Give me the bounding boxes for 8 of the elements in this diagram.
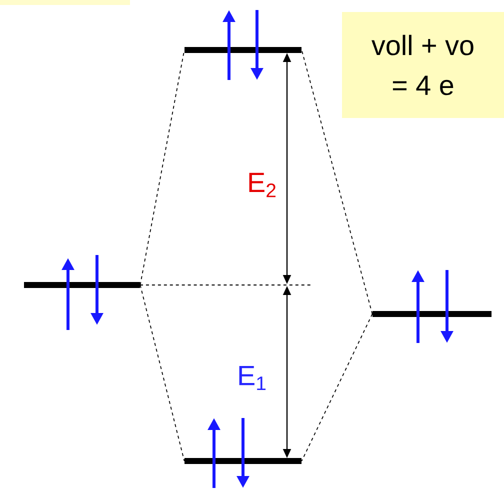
note-box: voll + vo = 4 e <box>342 12 504 118</box>
connector-line <box>301 314 373 462</box>
energy-level <box>24 282 140 288</box>
energy-label: E$_{2}$ <box>249 172 276 198</box>
energy-label: E$_{1}$ <box>239 366 266 390</box>
connector-line <box>301 50 373 314</box>
energy-level <box>372 311 492 317</box>
connector-line <box>140 284 185 462</box>
